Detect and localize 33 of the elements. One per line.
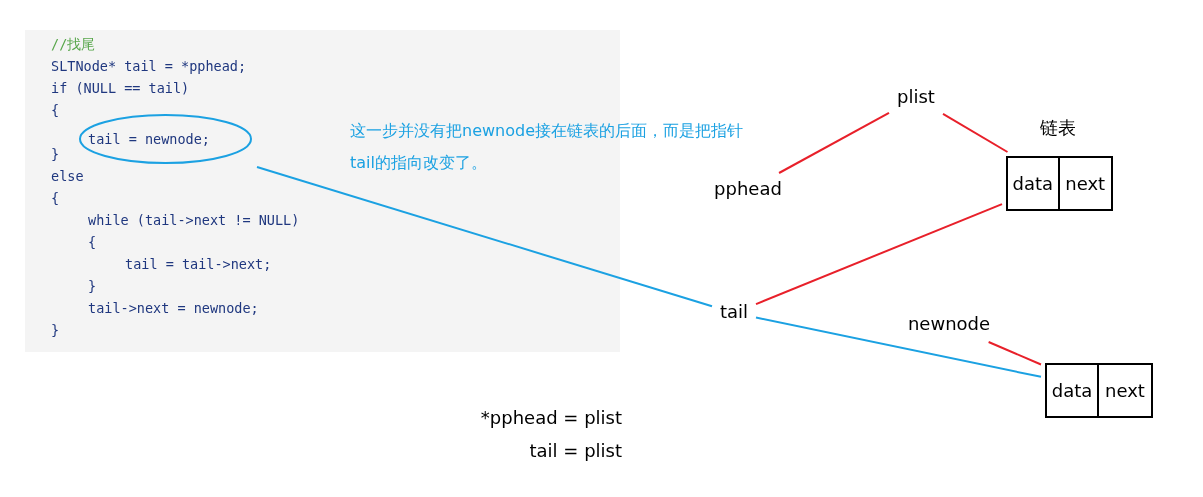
data-field: data bbox=[1008, 158, 1060, 209]
variable-label: plist bbox=[893, 85, 939, 111]
code-line: else bbox=[51, 167, 84, 185]
list-heading: 链表 bbox=[1040, 116, 1076, 140]
variable-label: newnode bbox=[903, 312, 995, 338]
code-line: } bbox=[88, 277, 97, 295]
connector-line bbox=[755, 203, 1003, 306]
variable-label: tail bbox=[716, 300, 752, 326]
code-comment: //找尾 bbox=[51, 35, 96, 53]
annotation-text: 这一步并没有把newnode接在链表的后面，而是把指针tail的指向改变了。 bbox=[350, 120, 744, 174]
code-line: tail = tail->next; bbox=[125, 255, 272, 273]
code-line: } bbox=[51, 145, 60, 163]
code-line: while (tail->next != NULL) bbox=[88, 211, 300, 229]
connector-line bbox=[256, 166, 713, 308]
code-line: SLTNode* tail = *pphead; bbox=[51, 57, 247, 75]
data-field: data bbox=[1047, 365, 1099, 416]
code-line: { bbox=[51, 101, 60, 119]
code-line: } bbox=[51, 321, 60, 339]
code-line: { bbox=[88, 233, 97, 251]
assignment-text: *pphead = plist bbox=[479, 406, 622, 430]
connector-line bbox=[755, 316, 1042, 378]
assignment-text: tail = plist bbox=[528, 439, 622, 463]
connector-line bbox=[987, 341, 1042, 366]
variable-label: pphead bbox=[709, 177, 787, 203]
circled-code bbox=[78, 113, 253, 165]
code-line: if (NULL == tail) bbox=[51, 79, 190, 97]
code-line: tail->next = newnode; bbox=[88, 299, 259, 317]
connector-line bbox=[942, 112, 1009, 153]
next-field: next bbox=[1099, 365, 1151, 416]
code-line: { bbox=[51, 189, 60, 207]
next-field: next bbox=[1059, 158, 1111, 209]
code-line: tail = newnode; bbox=[88, 130, 210, 148]
connector-line bbox=[778, 111, 890, 174]
